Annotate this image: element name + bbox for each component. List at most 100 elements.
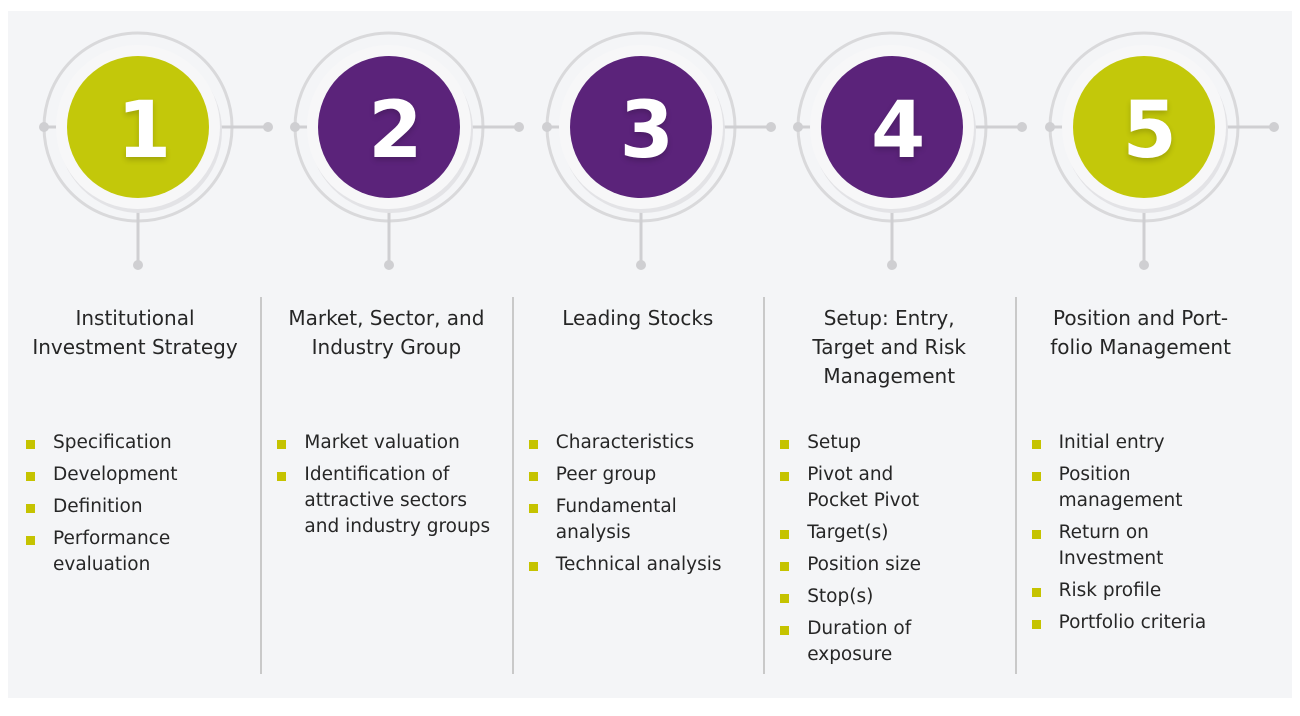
step-number: 3	[619, 86, 674, 176]
step-badge-graphic	[1044, 31, 1279, 270]
step-badge-graphic	[39, 31, 273, 270]
column-divider	[511, 297, 514, 674]
step-title: Institutional Investment Strategy	[32, 306, 238, 359]
step-circle	[318, 56, 461, 198]
list-item-text: Specification	[53, 432, 172, 453]
square-bullet-icon	[26, 536, 35, 545]
right-connector-dot	[263, 122, 273, 132]
left-connector-dot	[39, 122, 49, 132]
step-title: Position and Port- folio Management	[1050, 306, 1231, 359]
square-bullet-icon	[528, 472, 538, 481]
step-badge-graphic	[793, 31, 1028, 270]
list-item-text: Setup	[807, 432, 862, 453]
list-item-text: Position management	[1058, 464, 1183, 511]
right-connector-dot	[765, 122, 776, 132]
square-bullet-icon	[780, 562, 790, 571]
list-item: Return on Investment	[1031, 520, 1260, 572]
square-bullet-icon	[780, 472, 790, 481]
square-bullet-icon	[1031, 588, 1041, 597]
list-item: Position management	[1031, 462, 1260, 514]
square-bullet-icon	[528, 440, 538, 449]
column-divider	[763, 297, 766, 674]
square-bullet-icon	[277, 472, 287, 481]
square-bullet-icon	[1031, 530, 1041, 539]
step-circle	[569, 56, 712, 198]
right-connector-dot	[1268, 122, 1279, 132]
bottom-connector-dot	[1138, 260, 1149, 270]
list-item: Position size	[780, 552, 1008, 578]
square-bullet-icon	[26, 472, 35, 481]
list-item-text: Risk profile	[1058, 580, 1162, 601]
list-item-text: Development	[53, 464, 178, 485]
square-bullet-icon	[528, 562, 538, 571]
step-circle	[821, 56, 964, 198]
square-bullet-icon	[780, 530, 790, 539]
list-item: Initial entry	[1031, 430, 1260, 456]
list-item-text: Identification of attractive sectors and…	[304, 464, 491, 537]
square-bullet-icon	[26, 504, 35, 513]
list-item: Peer group	[528, 462, 757, 488]
bottom-connector-dot	[635, 260, 646, 270]
step-circle	[1072, 56, 1215, 198]
list-item-text: Market valuation	[304, 432, 460, 453]
list-item-text: Return on Investment	[1058, 522, 1164, 569]
left-connector-dot	[793, 122, 804, 132]
list-item: Market valuation	[277, 430, 505, 456]
step-badge-graphic	[290, 31, 525, 270]
list-item-text: Initial entry	[1058, 432, 1165, 453]
left-connector-dot	[290, 122, 301, 132]
right-connector-dot	[514, 122, 525, 132]
bottom-connector-dot	[133, 260, 143, 270]
step-number: 5	[1122, 86, 1177, 176]
list-item: Pivot and Pocket Pivot	[780, 462, 1008, 514]
square-bullet-icon	[780, 626, 790, 635]
list-item: Stop(s)	[780, 584, 1008, 610]
list-item: Development	[26, 462, 254, 488]
list-item: Technical analysis	[528, 552, 757, 578]
column-divider	[1014, 297, 1017, 674]
left-connector-dot	[541, 122, 552, 132]
step-number: 4	[871, 86, 926, 176]
square-bullet-icon	[528, 504, 538, 513]
column-divider	[260, 297, 263, 674]
list-item-text: Stop(s)	[807, 586, 874, 607]
step-number: 1	[116, 86, 172, 176]
bottom-connector-dot	[384, 260, 395, 270]
step-title: Leading Stocks	[562, 306, 714, 330]
list-item-text: Pivot and Pocket Pivot	[807, 464, 920, 511]
square-bullet-icon	[780, 440, 790, 449]
list-item-text: Duration of exposure	[807, 618, 912, 665]
list-item: Portfolio criteria	[1031, 610, 1260, 636]
square-bullet-icon	[277, 440, 287, 449]
list-item: Characteristics	[528, 430, 757, 456]
step-badge-graphic	[541, 31, 776, 270]
list-item-text: Peer group	[555, 464, 657, 485]
list-item-text: Portfolio criteria	[1058, 612, 1207, 633]
step-title: Setup: Entry, Target and Risk Management	[812, 306, 967, 388]
list-item: Risk profile	[1031, 578, 1260, 604]
bottom-connector-dot	[887, 260, 898, 270]
square-bullet-icon	[1031, 440, 1041, 449]
list-item: Identification of attractive sectors and…	[277, 462, 505, 540]
step-title: Market, Sector, and Industry Group	[288, 306, 485, 359]
list-item: Specification	[26, 430, 254, 456]
square-bullet-icon	[780, 594, 790, 603]
square-bullet-icon	[1031, 620, 1041, 629]
list-item-text: Position size	[807, 554, 921, 575]
list-item-text: Performance evaluation	[53, 528, 171, 575]
list-item-text: Characteristics	[555, 432, 695, 453]
step-number: 2	[368, 86, 423, 176]
list-item: Setup	[780, 430, 1008, 456]
square-bullet-icon	[1031, 472, 1041, 481]
left-connector-dot	[1044, 122, 1055, 132]
list-item-text: Target(s)	[807, 522, 889, 543]
square-bullet-icon	[26, 440, 35, 449]
